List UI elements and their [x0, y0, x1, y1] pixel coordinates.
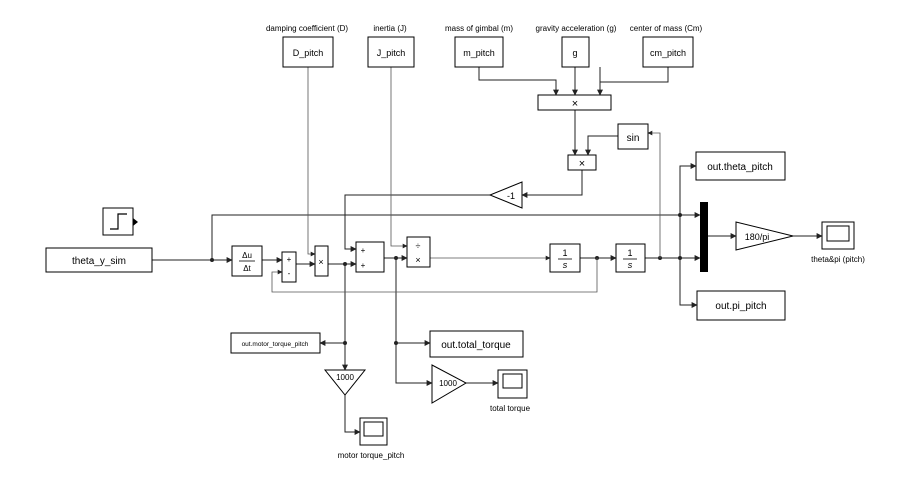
svg-text:×: ×	[415, 255, 420, 265]
svg-text:×: ×	[572, 98, 578, 110]
svg-text:1: 1	[562, 248, 567, 258]
derivative-block[interactable]: Δu Δt	[231, 245, 263, 277]
output-block-motor-torque[interactable]: out.motor_torque_pitch	[230, 332, 321, 354]
mass-caption: mass of gimbal (m)	[445, 24, 513, 33]
trig-function-block[interactable]: sin	[617, 123, 649, 150]
gain-block-rad2deg[interactable]: 180/pi	[735, 221, 794, 251]
svg-text:out.total_torque: out.total_torque	[441, 340, 511, 351]
svg-text:1000: 1000	[336, 373, 354, 382]
constant-block-mass[interactable]: m_pitch	[454, 36, 504, 68]
sum-block-torque[interactable]: + +	[355, 241, 385, 273]
step-source-block[interactable]	[102, 207, 138, 236]
integrator-block-1[interactable]: 1 s	[549, 243, 581, 273]
constant-block-gravity[interactable]: g	[561, 36, 590, 68]
svg-text:cm_pitch: cm_pitch	[650, 48, 686, 58]
product-block-damping[interactable]: ×	[314, 245, 329, 277]
sum-block-error[interactable]: + -	[281, 251, 297, 283]
svg-text:m_pitch: m_pitch	[463, 48, 495, 58]
svg-text:1: 1	[627, 248, 632, 258]
svg-text:Δt: Δt	[243, 264, 251, 273]
scope-caption-theta-pi: theta&pi (pitch)	[811, 255, 865, 264]
svg-text:out.theta_pitch: out.theta_pitch	[707, 162, 773, 173]
svg-text:g: g	[572, 48, 577, 58]
svg-text:-: -	[288, 269, 291, 278]
svg-text:out.pi_pitch: out.pi_pitch	[715, 301, 766, 312]
svg-text:sin: sin	[627, 133, 640, 144]
center-of-mass-caption: center of mass (Cm)	[630, 24, 703, 33]
gravity-caption: gravity acceleration (g)	[536, 24, 617, 33]
integrator-block-2[interactable]: 1 s	[615, 243, 646, 273]
svg-text:-1: -1	[507, 191, 515, 201]
inertia-caption: inertia (J)	[373, 24, 407, 33]
input-block-theta-y-sim[interactable]: theta_y_sim	[45, 247, 153, 273]
svg-text:÷: ÷	[416, 241, 421, 251]
divide-block[interactable]: ÷ ×	[406, 236, 431, 268]
svg-text:Δu: Δu	[242, 251, 252, 260]
constant-block-center-of-mass[interactable]: cm_pitch	[642, 36, 694, 68]
damping-caption: damping coefficient (D)	[266, 24, 348, 33]
svg-text:1000: 1000	[439, 379, 457, 388]
svg-text:D_pitch: D_pitch	[293, 48, 324, 58]
svg-text:×: ×	[579, 158, 585, 170]
signal-wires	[152, 67, 823, 435]
output-block-pi-pitch[interactable]: out.pi_pitch	[696, 290, 786, 321]
product-block-mgcm[interactable]: ×	[537, 94, 612, 111]
scope-caption-total-torque: total torque	[490, 404, 531, 413]
svg-text:theta_y_sim: theta_y_sim	[72, 256, 126, 267]
constant-block-damping[interactable]: D_pitch	[282, 36, 334, 68]
scope-block-theta-pi[interactable]	[821, 221, 855, 250]
svg-text:s: s	[628, 260, 633, 270]
svg-text:s: s	[563, 260, 568, 270]
svg-text:×: ×	[318, 257, 323, 267]
mux-block[interactable]	[700, 202, 708, 272]
output-block-total-torque[interactable]: out.total_torque	[429, 330, 524, 358]
scope-block-total-torque[interactable]	[497, 369, 528, 399]
gain-block-1000-motor[interactable]: 1000	[323, 369, 367, 396]
gain-block-1000-total[interactable]: 1000	[431, 364, 468, 404]
product-block-sin[interactable]: ×	[567, 154, 597, 171]
svg-text:+: +	[361, 246, 366, 255]
scope-caption-motor-torque: motor torque_pitch	[338, 451, 405, 460]
svg-text:out.motor_torque_pitch: out.motor_torque_pitch	[242, 341, 309, 348]
constant-block-inertia[interactable]: J_pitch	[367, 36, 415, 68]
svg-text:180/pi: 180/pi	[745, 232, 770, 242]
output-block-theta-pitch[interactable]: out.theta_pitch	[695, 151, 786, 181]
gain-block-negative[interactable]: -1	[488, 181, 523, 209]
svg-text:+: +	[287, 255, 292, 264]
scope-block-motor-torque[interactable]	[359, 417, 388, 446]
svg-text:J_pitch: J_pitch	[377, 48, 406, 58]
svg-text:+: +	[361, 261, 366, 270]
